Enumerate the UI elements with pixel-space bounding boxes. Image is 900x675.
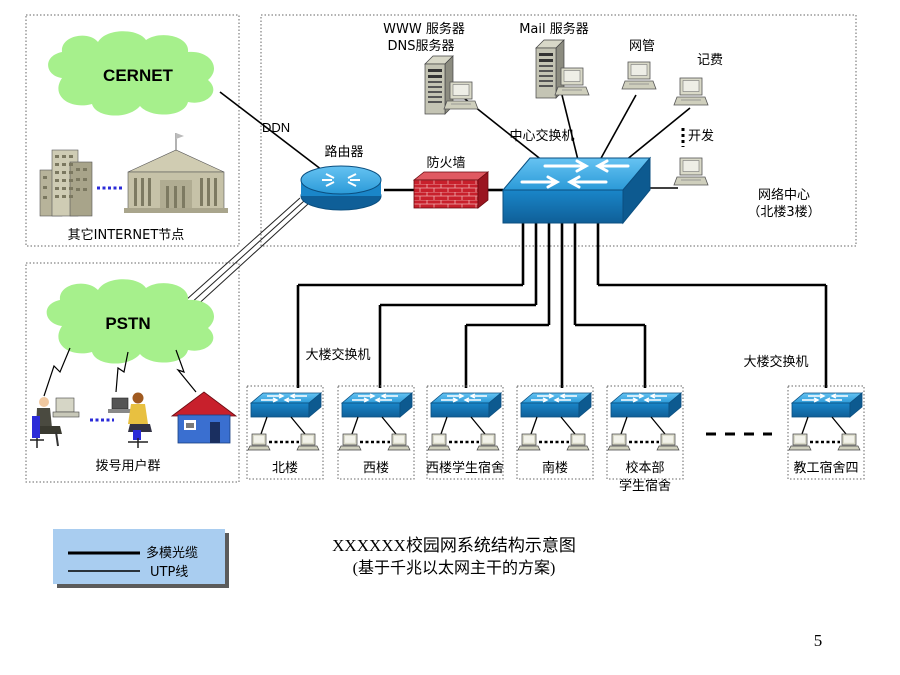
core-switch-label: 中心交换机 (509, 128, 574, 144)
building-box: 北楼 (246, 385, 324, 480)
utp-link (560, 416, 576, 435)
building-name: 教工宿舍四 (793, 460, 858, 476)
utp-link (260, 416, 268, 435)
legend-fiber-label: 多模光缆 (146, 545, 198, 561)
dialup-links (43, 347, 197, 397)
building-box: 西楼 (337, 385, 415, 480)
home-user-icon (170, 391, 238, 444)
netcenter-label: 网络中心 (758, 187, 810, 203)
building-switch-icon (610, 392, 682, 418)
router-label: 路由器 (324, 144, 363, 160)
mail-server-label: Mail 服务器 (519, 21, 589, 37)
client-pc-icon (788, 433, 812, 451)
cernet-cloud: CERNET (48, 31, 215, 116)
building-box-border (426, 385, 504, 480)
billing-pc-icon (673, 77, 709, 106)
devel-label: 开发 (688, 128, 714, 144)
cernet-label: CERNET (103, 66, 174, 85)
utp-link (831, 416, 847, 435)
internet-region-box (25, 14, 240, 247)
building-box: 西楼学生宿舍 (426, 385, 504, 480)
netmgmt-pc-icon (621, 61, 657, 90)
billing-label: 记费 (697, 53, 723, 68)
building-name: 南楼 (542, 460, 568, 476)
client-pc-icon (427, 433, 451, 451)
building-name: 北楼 (272, 461, 298, 476)
dialup-user-icon (108, 392, 152, 448)
firewall-icon (412, 171, 490, 209)
utp-link (650, 416, 666, 435)
building-switch-label-right: 大楼交换机 (743, 354, 808, 370)
legend-utp-label: UTP线 (150, 565, 188, 580)
dialup-user-icon (30, 397, 80, 448)
building-switch-icon (250, 392, 322, 418)
building-switch-icon (791, 392, 863, 418)
www-server-label: WWW 服务器 (383, 21, 465, 37)
client-pc-icon (607, 433, 631, 451)
netcenter-location-label: （北楼3楼） (747, 205, 820, 220)
client-pc-icon (387, 433, 411, 451)
utp-link (290, 416, 306, 435)
building-box-border (246, 385, 324, 480)
core-switch-icon (501, 156, 652, 225)
office-building-icon (39, 149, 93, 217)
utp-link (530, 416, 538, 435)
building-switch-label-left: 大楼交换机 (305, 347, 370, 363)
utp-link (470, 416, 486, 435)
netcenter-region-box (260, 14, 857, 247)
client-pc-icon (656, 433, 680, 451)
firewall-label: 防火墙 (426, 155, 465, 171)
fiber-links (296, 188, 828, 388)
building-name: 校本部 (625, 460, 664, 476)
dns-server-label: DNS服务器 (388, 38, 455, 54)
building-switch-icon (520, 392, 592, 418)
client-pc-icon (296, 433, 320, 451)
building-name: 西楼学生宿舍 (426, 460, 504, 476)
building-box: 教工宿舍四 (787, 385, 865, 480)
pstn-cloud: PSTN (46, 279, 215, 364)
campus-hall-icon (124, 133, 228, 213)
legend-box: 多模光缆 UTP线 (53, 529, 229, 588)
building-name-line2: 学生宿舍 (619, 478, 671, 494)
netmgmt-label: 网管 (629, 39, 655, 54)
client-pc-icon (837, 433, 861, 451)
caption-title: XXXXXX校园网系统结构示意图 (332, 536, 576, 555)
pstn-label: PSTN (105, 314, 150, 333)
client-pc-icon (517, 433, 541, 451)
ddn-label: DDN (262, 120, 290, 135)
other-internet-label: 其它INTERNET节点 (68, 227, 185, 243)
utp-link (801, 416, 809, 435)
dialup-users-label: 拨号用户群 (95, 458, 160, 474)
utp-link (620, 416, 628, 435)
building-switch-icon (430, 392, 502, 418)
client-pc-icon (338, 433, 362, 451)
utp-link (381, 416, 397, 435)
building-switch-icon (341, 392, 413, 418)
building-box-border (516, 385, 594, 480)
building-box-border (787, 385, 865, 480)
building-box-border (606, 385, 684, 480)
utp-link (440, 416, 448, 435)
ddn-trunk-lines (185, 197, 309, 309)
router-icon (300, 165, 382, 211)
building-box: 南楼 (516, 385, 594, 480)
building-name: 西楼 (363, 461, 389, 476)
client-pc-icon (476, 433, 500, 451)
devel-pc-icon (673, 157, 709, 186)
dialup-region-box (25, 262, 240, 483)
building-box-border (337, 385, 415, 480)
client-pc-icon (247, 433, 271, 451)
client-pc-icon (566, 433, 590, 451)
utp-link (351, 416, 359, 435)
page-number: 5 (814, 631, 823, 650)
caption-subtitle: (基于千兆以太网主干的方案) (353, 559, 556, 577)
